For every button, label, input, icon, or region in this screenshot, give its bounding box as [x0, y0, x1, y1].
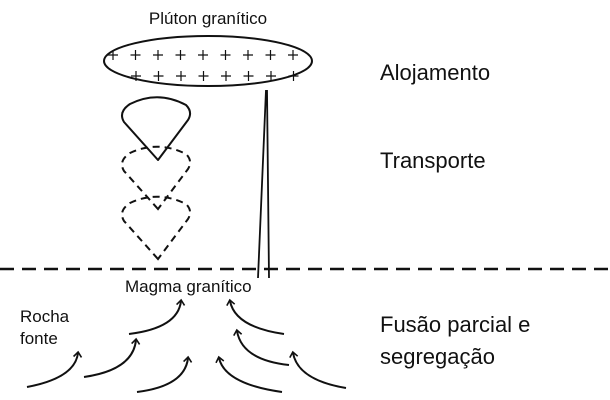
plus-mark	[108, 50, 118, 60]
magma-diapir-solid	[121, 96, 192, 161]
plus-mark	[221, 71, 231, 81]
arrow	[83, 337, 141, 378]
magma-label: Magma granítico	[125, 277, 252, 296]
plus-mark	[176, 71, 186, 81]
pluton-ellipse	[103, 35, 313, 87]
stage-melting-label-1: Fusão parcial e	[380, 312, 530, 337]
stage-melting-label-2: segregação	[380, 344, 495, 369]
plus-mark	[153, 71, 164, 81]
plus-mark	[198, 50, 208, 60]
arrow	[26, 350, 83, 388]
stage-transport-label: Transporte	[380, 148, 486, 173]
arrow	[215, 355, 283, 393]
plus-mark	[175, 50, 186, 60]
pluton-label: Plúton granítico	[149, 9, 267, 28]
source-rock-label-2: fonte	[20, 329, 58, 348]
magma-diapir-dashed-2	[121, 195, 192, 261]
plus-mark	[288, 50, 298, 60]
plus-mark	[288, 71, 299, 81]
arrow	[289, 350, 347, 389]
plus-mark	[131, 71, 141, 81]
dike-conduit	[257, 89, 270, 279]
magma-diapir-dashed-1	[121, 145, 192, 211]
plus-mark	[198, 71, 209, 81]
arrow	[136, 355, 193, 393]
plus-mark	[153, 50, 163, 60]
source-rock-label-1: Rocha	[20, 307, 70, 326]
stage-emplacement-label: Alojamento	[380, 60, 490, 85]
plus-mark	[220, 50, 231, 60]
granite-plus-pattern	[108, 50, 299, 81]
arrow	[233, 328, 290, 366]
plus-mark	[243, 50, 253, 60]
arrow	[128, 298, 186, 335]
melt-migration-arrows	[26, 298, 347, 393]
plus-mark	[265, 50, 276, 60]
arrow	[226, 298, 285, 335]
plus-mark	[130, 50, 141, 60]
plus-mark	[243, 71, 254, 81]
plus-mark	[266, 71, 276, 81]
